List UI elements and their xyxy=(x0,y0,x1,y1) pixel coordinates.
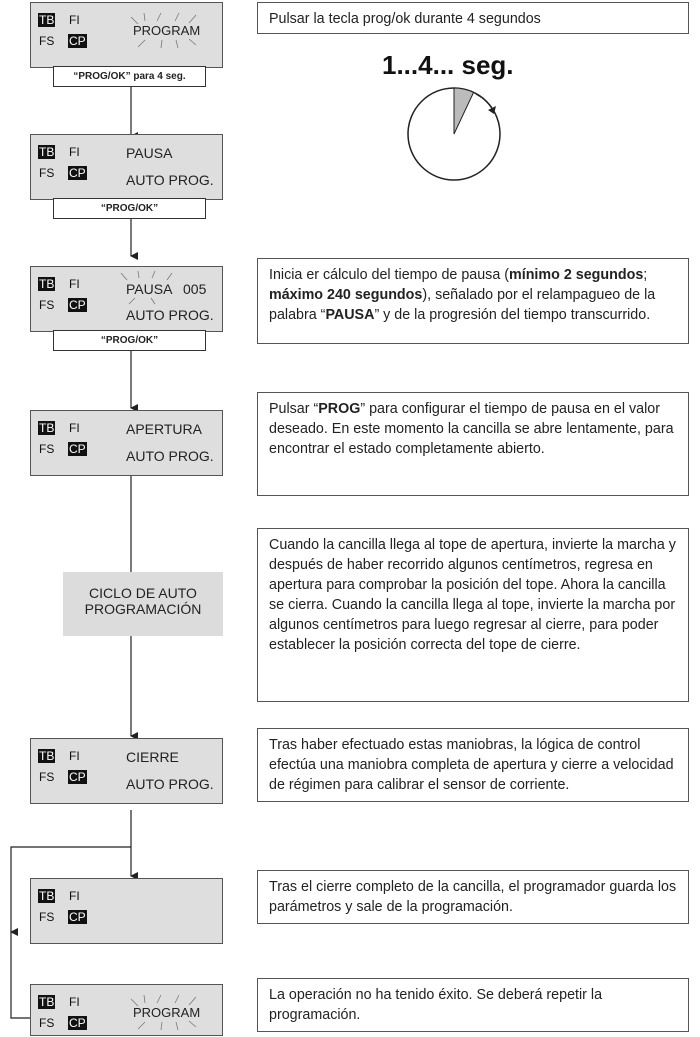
display-panel-failure: TB FI FS CP PROGRAM xyxy=(30,984,223,1036)
display-panel-pausa-counter: TB FI FS CP PAUSA 005 AUTO PROG. xyxy=(30,266,223,332)
pause-counter: 005 xyxy=(183,281,207,297)
timer-label: 1...4... seg. xyxy=(382,50,514,80)
cp-indicator: CP xyxy=(68,770,87,784)
connector-line-failure xyxy=(10,932,30,1019)
blink-rays-icon xyxy=(120,270,173,305)
fi-indicator: FI xyxy=(69,749,80,763)
blink-rays-icon xyxy=(130,12,197,49)
fs-indicator: FS xyxy=(39,910,55,924)
display-panel-success: TB FI FS CP xyxy=(30,878,223,944)
mode-label: AUTO PROG. xyxy=(126,172,214,188)
cp-indicator: CP xyxy=(68,298,87,312)
mode-label: AUTO PROG. xyxy=(126,307,214,323)
blinking-label: PROGRAM xyxy=(133,23,201,38)
tb-indicator: TB xyxy=(38,145,56,159)
step-description: Pulsar “PROG” para configurar el tiempo … xyxy=(257,392,689,496)
status-label: PAUSA xyxy=(126,145,173,161)
cp-indicator: CP xyxy=(68,166,87,180)
mode-label: AUTO PROG. xyxy=(126,776,214,792)
timer-dial-icon xyxy=(407,87,501,181)
fs-indicator: FS xyxy=(39,166,55,180)
step-description: Cuando la cancilla llega al tope de aper… xyxy=(257,528,689,702)
display-panel-apertura: TB FI FS CP APERTURA AUTO PROG. xyxy=(30,410,223,476)
tb-indicator: TB xyxy=(38,889,56,903)
cp-indicator: CP xyxy=(68,34,87,48)
tb-indicator: TB xyxy=(38,995,56,1009)
fi-indicator: FI xyxy=(69,277,80,291)
step-description: La operación no ha tenido éxito. Se debe… xyxy=(257,978,689,1032)
fs-indicator: FS xyxy=(39,34,55,48)
prog-ok-hold-button[interactable]: “PROG/OK” para 4 seg. xyxy=(53,66,206,87)
tb-indicator: TB xyxy=(38,749,56,763)
blink-rays-icon xyxy=(130,994,197,1031)
prog-ok-button[interactable]: “PROG/OK” xyxy=(53,198,206,219)
fs-indicator: FS xyxy=(39,298,55,312)
display-panel-program: TB FI FS CP PROGRAM xyxy=(30,2,223,68)
tb-indicator: TB xyxy=(38,421,56,435)
step-description: Tras haber efectuado estas maniobras, la… xyxy=(257,728,689,802)
timer-progress-sector xyxy=(453,87,475,135)
display-panel-cierre: TB FI FS CP CIERRE AUTO PROG. xyxy=(30,738,223,804)
status-label: CIERRE xyxy=(126,749,179,765)
blinking-label: PROGRAM xyxy=(133,1005,201,1020)
step-description: Tras el cierre completo de la cancilla, … xyxy=(257,870,689,924)
cp-indicator: CP xyxy=(68,910,87,924)
fs-indicator: FS xyxy=(39,1016,55,1030)
fs-indicator: FS xyxy=(39,442,55,456)
step-description: Inicia er cálculo del tiempo de pausa (m… xyxy=(257,258,689,344)
auto-programming-cycle-box: CICLO DE AUTO PROGRAMACIÓN xyxy=(63,572,223,636)
fs-indicator: FS xyxy=(39,770,55,784)
fi-indicator: FI xyxy=(69,995,80,1009)
fi-indicator: FI xyxy=(69,13,80,27)
fi-indicator: FI xyxy=(69,421,80,435)
mode-label: AUTO PROG. xyxy=(126,448,214,464)
fi-indicator: FI xyxy=(69,889,80,903)
cp-indicator: CP xyxy=(68,1016,87,1030)
prog-ok-button[interactable]: “PROG/OK” xyxy=(53,330,206,351)
blinking-label: PAUSA xyxy=(126,281,173,297)
cp-indicator: CP xyxy=(68,442,87,456)
tb-indicator: TB xyxy=(38,277,56,291)
display-panel-pausa: TB FI FS CP PAUSA AUTO PROG. xyxy=(30,134,223,200)
status-label: APERTURA xyxy=(126,421,202,437)
fi-indicator: FI xyxy=(69,145,80,159)
connector-arrow-failure xyxy=(10,846,131,936)
tb-indicator: TB xyxy=(38,13,56,27)
step-description: Pulsar la tecla prog/ok durante 4 segund… xyxy=(257,2,689,34)
